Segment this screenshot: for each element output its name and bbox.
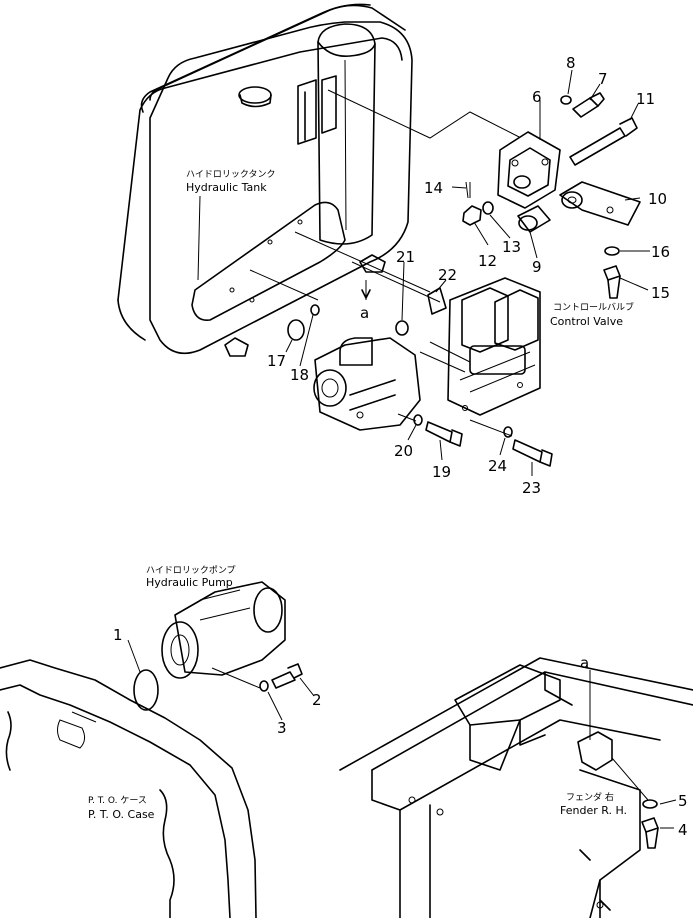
pto-case: P. T. O. ケース P. T. O. Case (0, 659, 257, 918)
valve-bracket-assembly (462, 92, 641, 299)
hydraulic-tank-label-jp: ハイドロリックタンク (186, 169, 275, 180)
part-number-19: 19 (432, 463, 451, 481)
part-number-14: 14 (424, 179, 443, 197)
part-number-17: 17 (267, 352, 286, 370)
part-number-9: 9 (532, 258, 542, 276)
part-number-7: 7 (598, 70, 608, 88)
part-number-5: 5 (678, 792, 688, 810)
fender-label-jp: フェンダ 右 (566, 791, 614, 803)
control-valve-label-jp: コントロールバルブ (553, 301, 634, 313)
part-number-23: 23 (522, 479, 541, 497)
ref-mark-a-bottom: a (580, 654, 589, 672)
part-numbers: 1 2 3 4 5 6 7 8 9 10 11 12 13 14 15 16 1… (113, 54, 688, 839)
hydraulic-tank-label: Hydraulic Tank (186, 181, 267, 194)
fender-label: Fender R. H. (560, 804, 627, 817)
control-valve-label: Control Valve (550, 315, 623, 328)
hydraulic-pump-label-jp: ハイドロリックポンプ (146, 565, 236, 576)
part-number-13: 13 (502, 238, 521, 256)
part-number-1: 1 (113, 626, 123, 644)
part-number-12: 12 (478, 252, 497, 270)
main-pump-upper: a (249, 231, 553, 467)
control-valve: コントロールバルブ Control Valve (419, 277, 634, 416)
part-number-8: 8 (566, 54, 576, 72)
ref-mark-a-top: a (360, 304, 369, 322)
part-number-18: 18 (290, 366, 309, 384)
part-number-21: 21 (396, 248, 415, 266)
pto-case-label: P. T. O. Case (88, 808, 155, 821)
part-number-24: 24 (488, 457, 507, 475)
callout-leaders (127, 69, 677, 829)
part-number-11: 11 (636, 90, 655, 108)
part-number-22: 22 (438, 266, 457, 284)
part-number-3: 3 (277, 719, 287, 737)
hydraulic-pump-label: Hydraulic Pump (146, 576, 233, 589)
part-number-15: 15 (651, 284, 670, 302)
pto-case-label-jp: P. T. O. ケース (88, 795, 147, 806)
part-number-2: 2 (312, 691, 322, 709)
part-number-4: 4 (678, 821, 688, 839)
fender-rh: a フェンダ 右 Fender R. H. (339, 654, 693, 918)
hydraulic-pump: ハイドロリックポンプ Hydraulic Pump (133, 565, 303, 711)
part-number-20: 20 (394, 442, 413, 460)
part-number-16: 16 (651, 243, 670, 261)
part-number-6: 6 (532, 88, 542, 106)
part-number-10: 10 (648, 190, 667, 208)
